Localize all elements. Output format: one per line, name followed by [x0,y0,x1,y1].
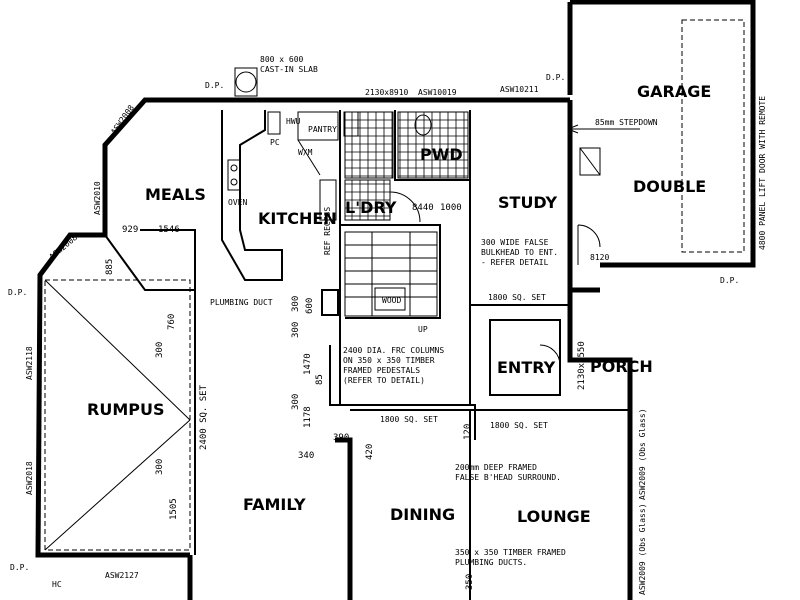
asw-2010: ASW2010 [93,181,102,215]
window-note-3: ASW10211 [500,85,539,94]
dim-300d: 300 [291,296,301,312]
slab-note-2: CAST-IN SLAB [260,65,318,74]
dim-760: 760 [167,314,177,330]
pc-note: PC [270,138,280,147]
dim-350: 350 [465,574,475,590]
dim-300b: 300 [155,459,165,475]
double-label: DOUBLE [633,177,706,196]
columns-note-1: 2400 DIA. FRC COLUMNS [343,346,444,355]
dp-garage-note: D.P. [546,73,565,82]
up-note: UP [418,325,428,334]
inner-walls [104,110,630,600]
false-beam-note-2: FALSE B'HEAD SURROUND. [455,473,561,482]
dim-390: 390 [333,433,349,443]
hc-note: HC [52,580,62,589]
stepdown-note: 85mm STEPDOWN [595,118,658,127]
pantry-note: PANTRY [308,125,337,134]
dp-top-note: D.P. [205,81,224,90]
dim-885: 885 [105,259,115,275]
stairs [344,231,438,317]
asw-corner: ASW2008 [48,233,80,262]
dim-300a: 300 [155,342,165,358]
bath-fixtures [343,111,561,366]
sq-set-note-2: 1800 SQ. SET [380,415,438,424]
sq-set-note-3: 1800 SQ. SET [490,421,548,430]
hwu-note: HWU [286,117,301,126]
laundry-floor-tiles [344,179,391,221]
columns-note-4: (REFER TO DETAIL) [343,376,425,385]
bulkhead-note-1: 300 WIDE FALSE [481,238,549,247]
bulkhead-note-2: BULKHEAD TO ENT. [481,248,558,257]
plumbing-duct-note: PLUMBING DUCT [210,298,273,307]
laundry-tiles [344,111,394,179]
bulkhead-note-3: - REFER DETAIL [481,258,549,267]
dim-340: 340 [298,451,314,461]
dim-1546: 1546 [158,225,180,235]
asw-2018: ASW2018 [25,461,34,495]
lounge-label: LOUNGE [517,507,591,526]
asw-2127: ASW2127 [105,571,139,580]
entry-label: ENTRY [497,358,556,377]
dining-label: DINING [390,505,455,524]
dim-300c: 300 [291,322,301,338]
window-note-2: ASW10019 [418,88,457,97]
slab-note: 800 x 600 [260,55,304,64]
dim-1470: 1470 [303,353,313,375]
pedestal-note-2: PLUMBING DUCTS. [455,558,527,567]
window-note-1: 2130x8910 [365,88,409,97]
dim-120: 120 [463,424,473,440]
asw-2009-a: ASW2009 (Obs Glass) [638,408,647,500]
dim-1000: 1000 [440,203,462,213]
wood-note: WOOD [382,296,401,305]
panel-door-note: 4800 PANEL LIFT DOOR WITH REMOTE [758,96,767,250]
false-beam-note-1: 200mm DEEP FRAMED [455,463,537,472]
meals-label: MEALS [145,185,206,204]
dim-1178: 1178 [303,406,313,428]
wm-note: W/M [298,148,313,157]
columns-note-3: FRAMED PEDESTALS [343,366,420,375]
dim-300e: 300 [291,394,301,410]
dim-600: 600 [305,298,315,314]
dp-garage-bottom-note: D.P. [720,276,739,285]
dim-2400: 2400 SQ. SET [199,384,209,450]
porch-label: PORCH [590,357,653,376]
dim-8440: 8440 [412,203,434,213]
rumpus-ceiling-lines [44,279,191,551]
dim-1505: 1505 [169,498,179,520]
dim-420: 420 [365,444,375,460]
garage-walls [567,0,756,293]
rumpus-label: RUMPUS [87,400,164,419]
dim-929: 929 [122,225,138,235]
sq-set-note-1: 1800 SQ. SET [488,293,546,302]
garage-label: GARAGE [637,82,711,101]
door-8120-note: 8120 [590,253,609,262]
dim-85: 85 [315,374,325,385]
pwd-tiles [397,111,469,179]
dp-left-note: D.P. [10,563,29,572]
oven-note: OVEN [228,198,247,207]
dp-rumpus-note: D.P. [8,288,27,297]
columns-note-2: ON 350 x 350 TIMBER [343,356,435,365]
ref-recess-note: REF RECESS [323,207,332,255]
house-outer-walls [35,97,633,600]
kitchen-label: KITCHEN [258,209,337,228]
laundry-label: L'DRY [345,198,397,217]
asw-2008: ASW2008 [109,103,136,136]
pwd-label: PWD [420,145,463,164]
pedestal-note-1: 350 x 350 TIMBER FRAMED [455,548,566,557]
family-label: FAMILY [243,495,306,514]
kitchen-fixtures [227,67,339,221]
study-label: STUDY [498,193,558,212]
dim-2130: 2130x1550 [577,341,587,390]
asw-2009-b: ASW2009 (Obs Glass) [638,503,647,595]
asw-2118: ASW2118 [25,346,34,380]
